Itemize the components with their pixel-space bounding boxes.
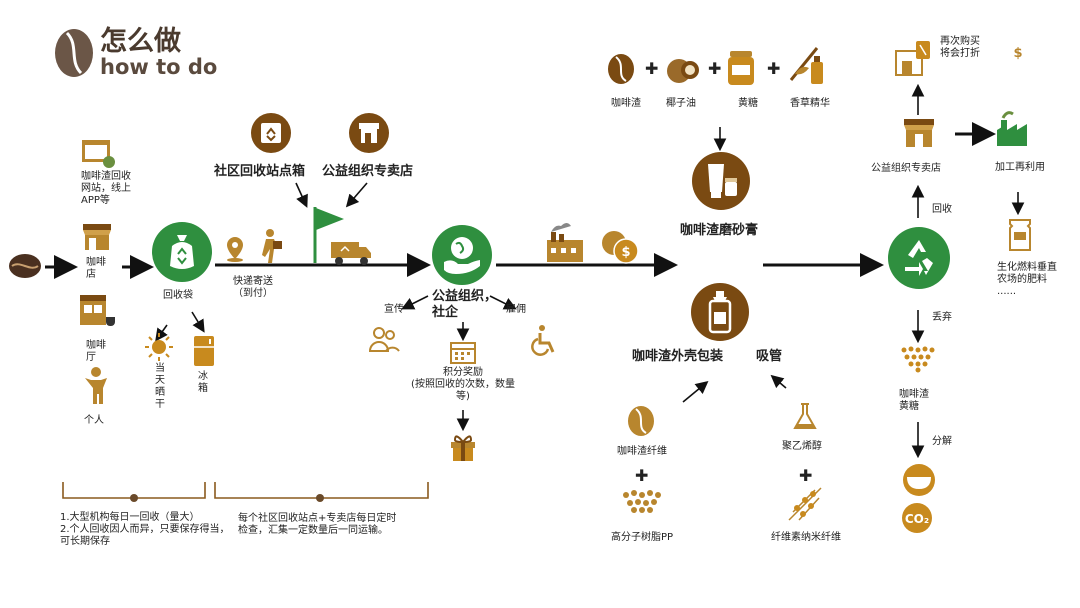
ingredient-1-label: 咖啡渣	[611, 98, 641, 109]
points-reward-label: 积分奖励 (按照回收的次数，数量 等)	[411, 367, 515, 402]
green-factory-icon	[995, 110, 1035, 148]
people-icon	[368, 325, 400, 353]
co2-icon: CO₂	[899, 502, 935, 534]
hire-label: 雇佣	[506, 304, 526, 315]
discard-label: 丢弃	[932, 312, 952, 323]
discount-store-icon	[894, 39, 936, 77]
source-online-label: 咖啡渣回收 网站，线上 APP等	[81, 171, 131, 206]
sun-icon	[144, 332, 174, 362]
sugar-grounds-icon	[899, 345, 939, 373]
bag-label: 回收袋	[163, 290, 193, 301]
person-icon	[82, 366, 110, 406]
nanofiber-label: 纤维素纳米纤维	[771, 532, 841, 543]
recycle-bag-icon	[166, 232, 198, 272]
scrub-label: 咖啡渣磨砂膏	[680, 223, 759, 238]
fiber-label: 咖啡渣纤维	[617, 446, 667, 457]
package-label: 咖啡渣外壳包装	[632, 349, 724, 364]
publicity-label: 宣传	[384, 304, 404, 315]
truck-icon	[330, 240, 372, 266]
pp-resin-pellets-icon	[620, 487, 664, 513]
ingredient-3-label: 黄糖	[738, 98, 758, 109]
straw-label: 吸管	[756, 349, 783, 364]
note-right: 每个社区回收站点+专卖店每日定时 检查，汇集一定数量后一同运输。	[238, 513, 397, 536]
coffee-bean-logo-icon	[53, 27, 95, 79]
calendar-icon	[450, 340, 476, 364]
coffee-hall-icon	[78, 293, 118, 329]
delivery-person-icon	[258, 228, 284, 264]
nanofiber-icon	[785, 484, 825, 524]
sugar-grounds-label: 咖啡渣 黄糖	[899, 389, 929, 412]
coffee-fiber-icon	[626, 405, 656, 437]
recycle-box-icon	[259, 121, 283, 145]
charity-store-icon	[902, 117, 936, 149]
wheelchair-icon	[530, 324, 560, 356]
scrub-tube-icon	[704, 162, 738, 200]
source-cafe-label: 咖啡 店	[86, 257, 106, 280]
recycle-circle	[888, 227, 950, 289]
logo-title-zh: 怎么做	[100, 26, 181, 57]
note-left: 1.大型机构每日一回收（量大） 2.个人回收因人而异，只要保存得当， 可长期保存	[60, 512, 230, 547]
source-hall-label: 咖啡 厅	[86, 340, 106, 363]
bottle-icon	[708, 290, 732, 334]
svg-text:$: $	[621, 245, 630, 260]
price-tag-icon: $	[1008, 42, 1028, 62]
fuel-fertilizer-label: 生化燃料垂直 农场的肥料 ......	[997, 262, 1057, 297]
fertilizer-bag-icon	[1007, 218, 1033, 252]
recycle-website-icon	[81, 138, 115, 168]
note-brackets	[62, 482, 429, 499]
coffee-shop-icon	[80, 220, 114, 252]
location-pin-icon	[224, 236, 246, 262]
process-label: 加工再利用	[995, 162, 1045, 173]
gift-icon	[449, 432, 477, 462]
express-delivery-label: 快递寄送 （到付）	[233, 276, 273, 299]
coffee-bean-icon	[8, 252, 42, 280]
recycle-icon	[898, 237, 940, 279]
earth-hand-icon	[442, 232, 482, 276]
ingredient-2-label: 椰子油	[666, 98, 696, 109]
sun-dry-label: 当 天 晒 干	[155, 363, 165, 410]
recycle-arrow-label: 回收	[932, 204, 952, 215]
fridge-label: 冰 箱	[198, 371, 208, 394]
coffee-grounds-icon	[606, 53, 636, 85]
decompose-label: 分解	[932, 436, 952, 447]
factory-icon	[543, 222, 587, 264]
svg-text:$: $	[1013, 46, 1022, 61]
flask-icon	[792, 402, 818, 432]
pva-label: 聚乙烯醇	[782, 441, 822, 452]
coconut-icon	[666, 55, 700, 85]
community-box-label: 社区回收站点箱	[214, 164, 306, 179]
green-flag-icon	[312, 205, 346, 263]
discount-label: 再次购买 将会打折	[940, 36, 980, 59]
fridge-icon	[193, 335, 215, 367]
shop-icon	[357, 121, 381, 145]
coins-icon: $	[600, 229, 640, 265]
logo-title-en: how to do	[100, 55, 218, 79]
pp-label: 高分子树脂PP	[611, 532, 674, 543]
svg-text:CO₂: CO₂	[905, 512, 929, 526]
source-person-label: 个人	[84, 415, 104, 426]
vanilla-essence-icon	[787, 44, 827, 86]
ingredient-4-label: 香草精华	[790, 98, 830, 109]
brown-sugar-jar-icon	[726, 50, 756, 86]
soil-bowl-icon	[899, 463, 939, 497]
store-label: 公益组织专卖店	[322, 164, 414, 179]
charity-store-label: 公益组织专卖店	[871, 163, 941, 174]
org-label: 公益组织， 社企	[432, 289, 498, 320]
